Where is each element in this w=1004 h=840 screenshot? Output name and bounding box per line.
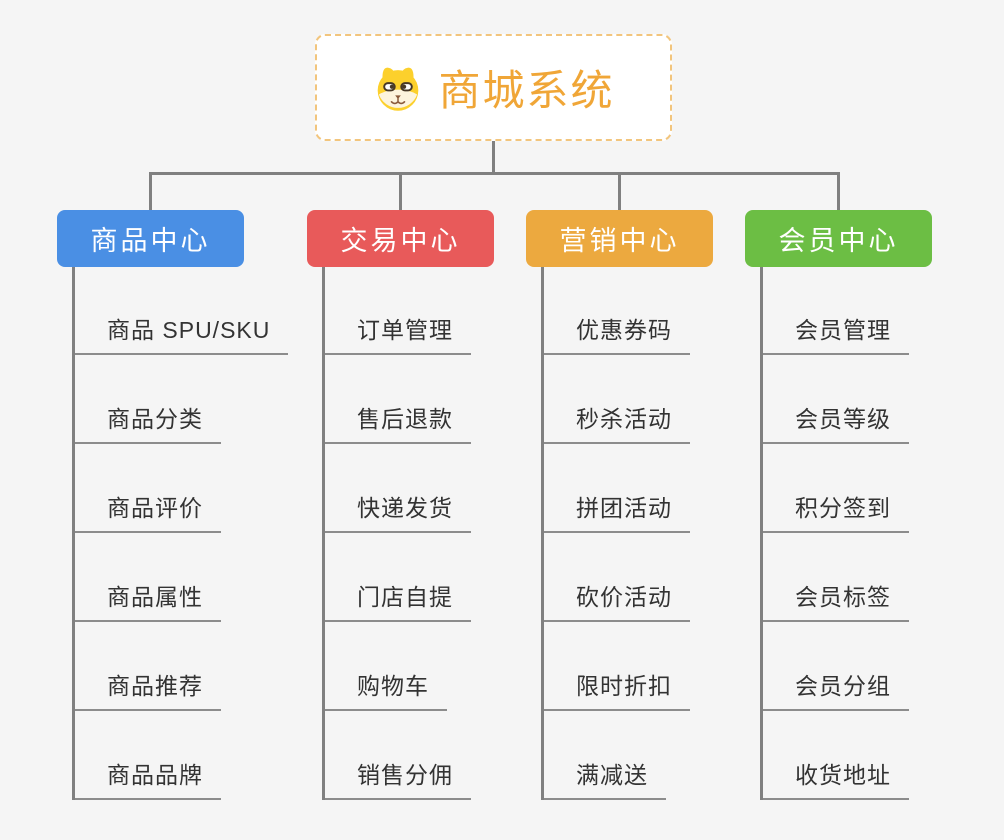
- leaf-node-label[interactable]: 商品推荐: [75, 667, 221, 711]
- leaf-node: 拼团活动: [544, 444, 690, 533]
- leaf-node: 商品 SPU/SKU: [75, 267, 289, 355]
- leaf-node: 会员管理: [763, 267, 909, 355]
- connector-horizontal-bar: [149, 172, 840, 175]
- leaf-node: 收货地址: [763, 711, 909, 800]
- leaf-node: 商品评价: [75, 444, 288, 533]
- leaf-node: 商品分类: [75, 355, 288, 444]
- leaf-node-label[interactable]: 砍价活动: [544, 578, 690, 622]
- leaf-node-label[interactable]: 收货地址: [763, 756, 909, 800]
- connector-drop-member-center: [837, 175, 840, 210]
- branch-node-product-center[interactable]: 商品中心: [57, 210, 244, 267]
- branch-trunk-marketing-center: 优惠券码 秒杀活动 拼团活动 砍价活动 限时折扣 满减送: [541, 267, 690, 800]
- connector-root-stub: [492, 141, 495, 173]
- leaf-node-label[interactable]: 优惠券码: [544, 311, 690, 355]
- dog-face-icon: [378, 67, 419, 111]
- leaf-node-label[interactable]: 秒杀活动: [544, 400, 690, 444]
- leaf-node: 秒杀活动: [544, 355, 690, 444]
- branch-trunk-product-center: 商品 SPU/SKU 商品分类 商品评价 商品属性 商品推荐 商品品牌: [72, 267, 289, 800]
- leaf-node: 会员标签: [763, 533, 909, 622]
- leaf-node-label[interactable]: 拼团活动: [544, 489, 690, 533]
- leaf-node: 砍价活动: [544, 533, 690, 622]
- branch-trunk-trade-center: 订单管理 售后退款 快递发货 门店自提 购物车 销售分佣: [322, 267, 471, 800]
- leaf-node-label[interactable]: 售后退款: [325, 400, 471, 444]
- connector-drop-trade-center: [399, 175, 402, 210]
- branch-column-member-center: 会员中心 会员管理 会员等级 积分签到 会员标签 会员分组 收货地址: [745, 210, 932, 800]
- leaf-node-label[interactable]: 积分签到: [763, 489, 909, 533]
- connector-drop-marketing-center: [618, 175, 621, 210]
- leaf-node: 满减送: [544, 711, 690, 800]
- leaf-node: 会员等级: [763, 355, 909, 444]
- connector-drop-product-center: [149, 175, 152, 210]
- branch-node-marketing-center[interactable]: 营销中心: [526, 210, 713, 267]
- branch-node-member-center[interactable]: 会员中心: [745, 210, 932, 267]
- leaf-node: 优惠券码: [544, 267, 690, 355]
- leaf-node-label[interactable]: 快递发货: [325, 489, 471, 533]
- leaf-node-label[interactable]: 会员分组: [763, 667, 909, 711]
- leaf-node: 会员分组: [763, 622, 909, 711]
- leaf-node-label[interactable]: 会员等级: [763, 400, 909, 444]
- leaf-node: 商品推荐: [75, 622, 288, 711]
- leaf-node-label[interactable]: 商品分类: [75, 400, 221, 444]
- leaf-node-label[interactable]: 销售分佣: [325, 756, 471, 800]
- root-node-label: 商城系统: [438, 67, 615, 114]
- leaf-node: 快递发货: [325, 444, 471, 533]
- leaf-node-label[interactable]: 商品属性: [75, 578, 221, 622]
- leaf-node-label[interactable]: 购物车: [325, 667, 447, 711]
- leaf-node: 门店自提: [325, 533, 471, 622]
- leaf-node: 订单管理: [325, 267, 471, 355]
- leaf-node: 积分签到: [763, 444, 909, 533]
- leaf-node-label[interactable]: 限时折扣: [544, 667, 690, 711]
- leaf-node-label[interactable]: 会员标签: [763, 578, 909, 622]
- leaf-node-label[interactable]: 商品 SPU/SKU: [75, 311, 289, 355]
- leaf-node: 商品品牌: [75, 711, 288, 800]
- leaf-node: 售后退款: [325, 355, 471, 444]
- branch-column-product-center: 商品中心 商品 SPU/SKU 商品分类 商品评价 商品属性 商品推荐 商品品牌: [57, 210, 289, 800]
- leaf-node: 销售分佣: [325, 711, 471, 800]
- leaf-node-label[interactable]: 门店自提: [325, 578, 471, 622]
- branch-column-trade-center: 交易中心 订单管理 售后退款 快递发货 门店自提 购物车 销售分佣: [307, 210, 494, 800]
- leaf-node-label[interactable]: 满减送: [544, 756, 666, 800]
- branch-trunk-member-center: 会员管理 会员等级 积分签到 会员标签 会员分组 收货地址: [760, 267, 909, 800]
- branch-node-trade-center[interactable]: 交易中心: [307, 210, 494, 267]
- leaf-node-label[interactable]: 商品评价: [75, 489, 221, 533]
- leaf-node-label[interactable]: 商品品牌: [75, 756, 221, 800]
- leaf-node: 限时折扣: [544, 622, 690, 711]
- leaf-node-label[interactable]: 会员管理: [763, 311, 909, 355]
- leaf-node: 购物车: [325, 622, 471, 711]
- leaf-node-label[interactable]: 订单管理: [325, 311, 471, 355]
- root-node[interactable]: 商城系统: [315, 34, 672, 141]
- leaf-node: 商品属性: [75, 533, 288, 622]
- branch-column-marketing-center: 营销中心 优惠券码 秒杀活动 拼团活动 砍价活动 限时折扣 满减送: [526, 210, 713, 800]
